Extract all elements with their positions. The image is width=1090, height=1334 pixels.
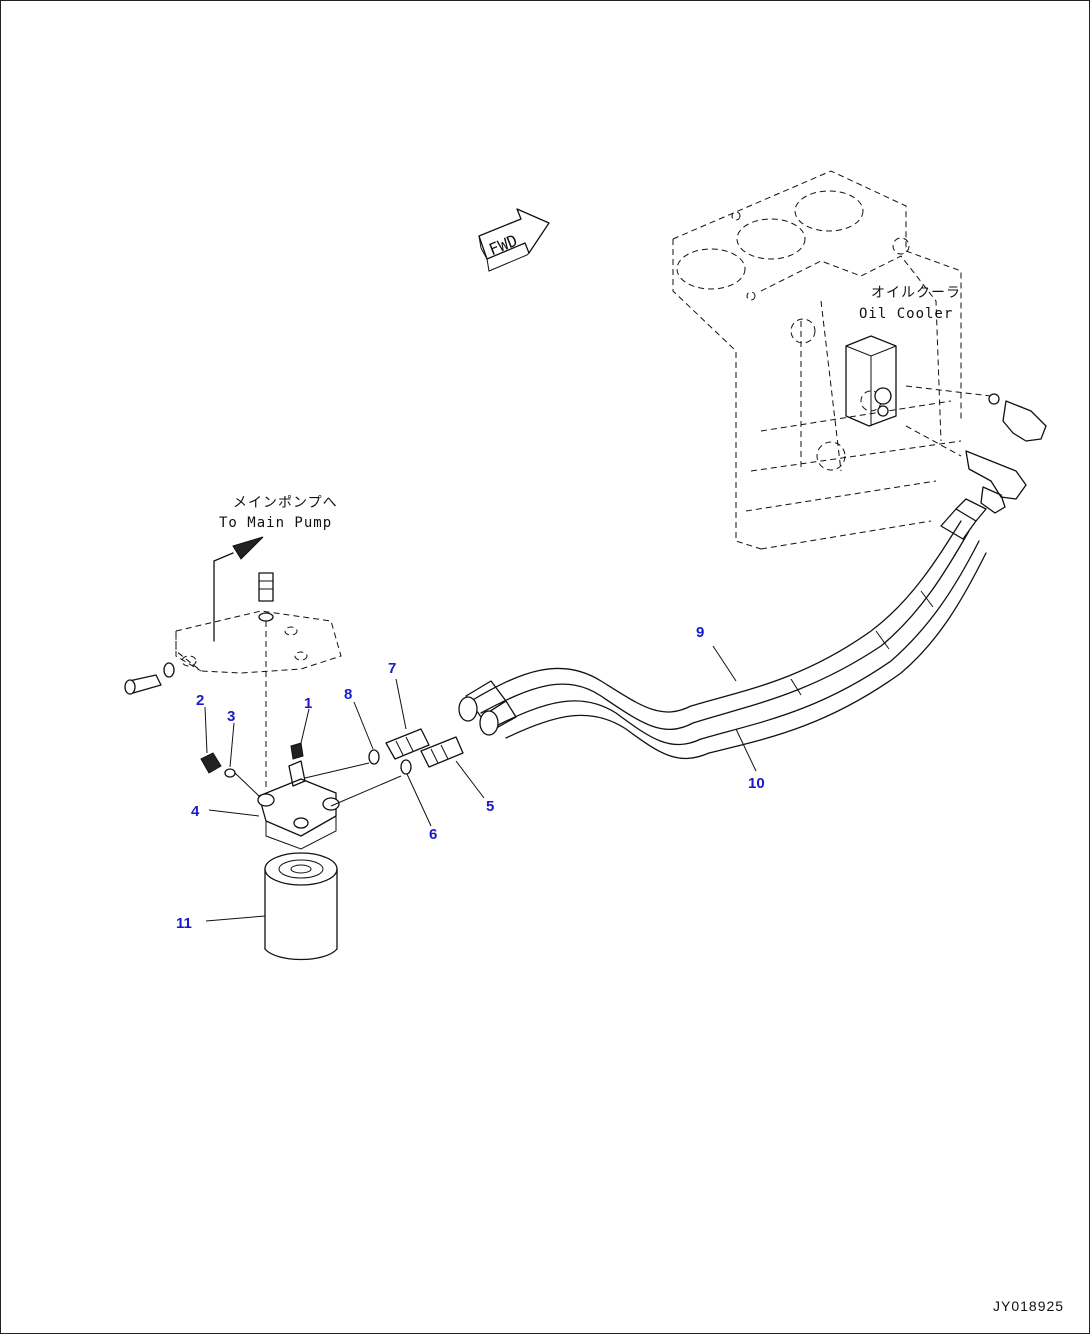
- main-pump-label-en: To Main Pump: [219, 515, 332, 531]
- fittings: [385, 728, 464, 768]
- oil-cooler: [845, 335, 1047, 514]
- callout-1: 1: [304, 695, 312, 712]
- drawing-code: JY018925: [993, 1298, 1064, 1314]
- callout-4: 4: [191, 803, 200, 820]
- oil-cooler-label-en: Oil Cooler: [859, 306, 953, 322]
- callout-7: 7: [388, 660, 396, 677]
- callout-leaders: [204, 645, 757, 922]
- main-pump-label-ja: メインポンプへ: [233, 495, 338, 511]
- oil-cooler-label-ja: オイルクーラ: [871, 285, 961, 301]
- fwd-label: FWD: [486, 231, 520, 259]
- callout-6: 6: [429, 826, 437, 843]
- callout-10: 10: [748, 775, 765, 792]
- callout-2: 2: [196, 692, 204, 709]
- callout-11: 11: [176, 915, 192, 932]
- filter-cartridge: [264, 852, 338, 961]
- fwd-arrow: FWD: [478, 208, 550, 272]
- callout-8: 8: [344, 686, 352, 703]
- filter-head: [200, 742, 412, 850]
- hose-assembly: [458, 498, 987, 760]
- mounting-bracket: [124, 536, 342, 791]
- engine-block: [672, 170, 962, 550]
- callout-5: 5: [486, 798, 494, 815]
- callout-3: 3: [227, 708, 235, 725]
- callout-9: 9: [696, 624, 704, 641]
